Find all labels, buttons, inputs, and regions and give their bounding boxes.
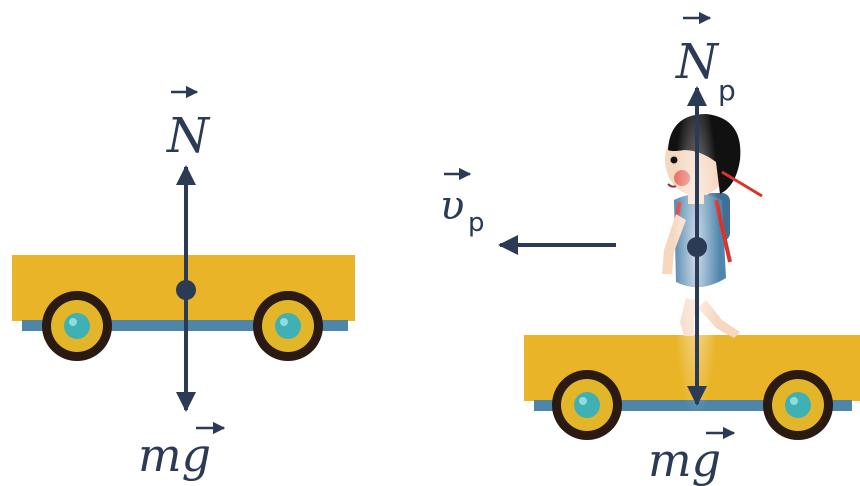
wheel-icon [253,291,323,361]
gravity-text: mg [138,428,211,482]
normal-force-text: N [166,108,211,164]
gravity-text: mg [648,433,721,486]
wheel-icon [552,370,622,440]
center-of-mass-dot [176,280,196,300]
gravity-label: mg [138,421,226,482]
cart-icon [12,255,355,361]
wheel-icon [763,370,833,440]
center-of-mass-dot [687,237,707,257]
normal-force-text: N [675,34,720,90]
velocity-subscript: p [468,208,485,238]
left-diagram: N mg [12,85,355,482]
normal-force-label: N p [675,11,736,107]
wheel-icon [42,291,112,361]
right-diagram: N p υ p mg [440,11,860,486]
velocity-label: υ p [440,167,485,238]
gravity-label: mg [648,426,736,486]
normal-force-subscript: p [718,74,736,107]
velocity-text: υ [440,183,464,229]
normal-force-label: N [166,85,211,164]
